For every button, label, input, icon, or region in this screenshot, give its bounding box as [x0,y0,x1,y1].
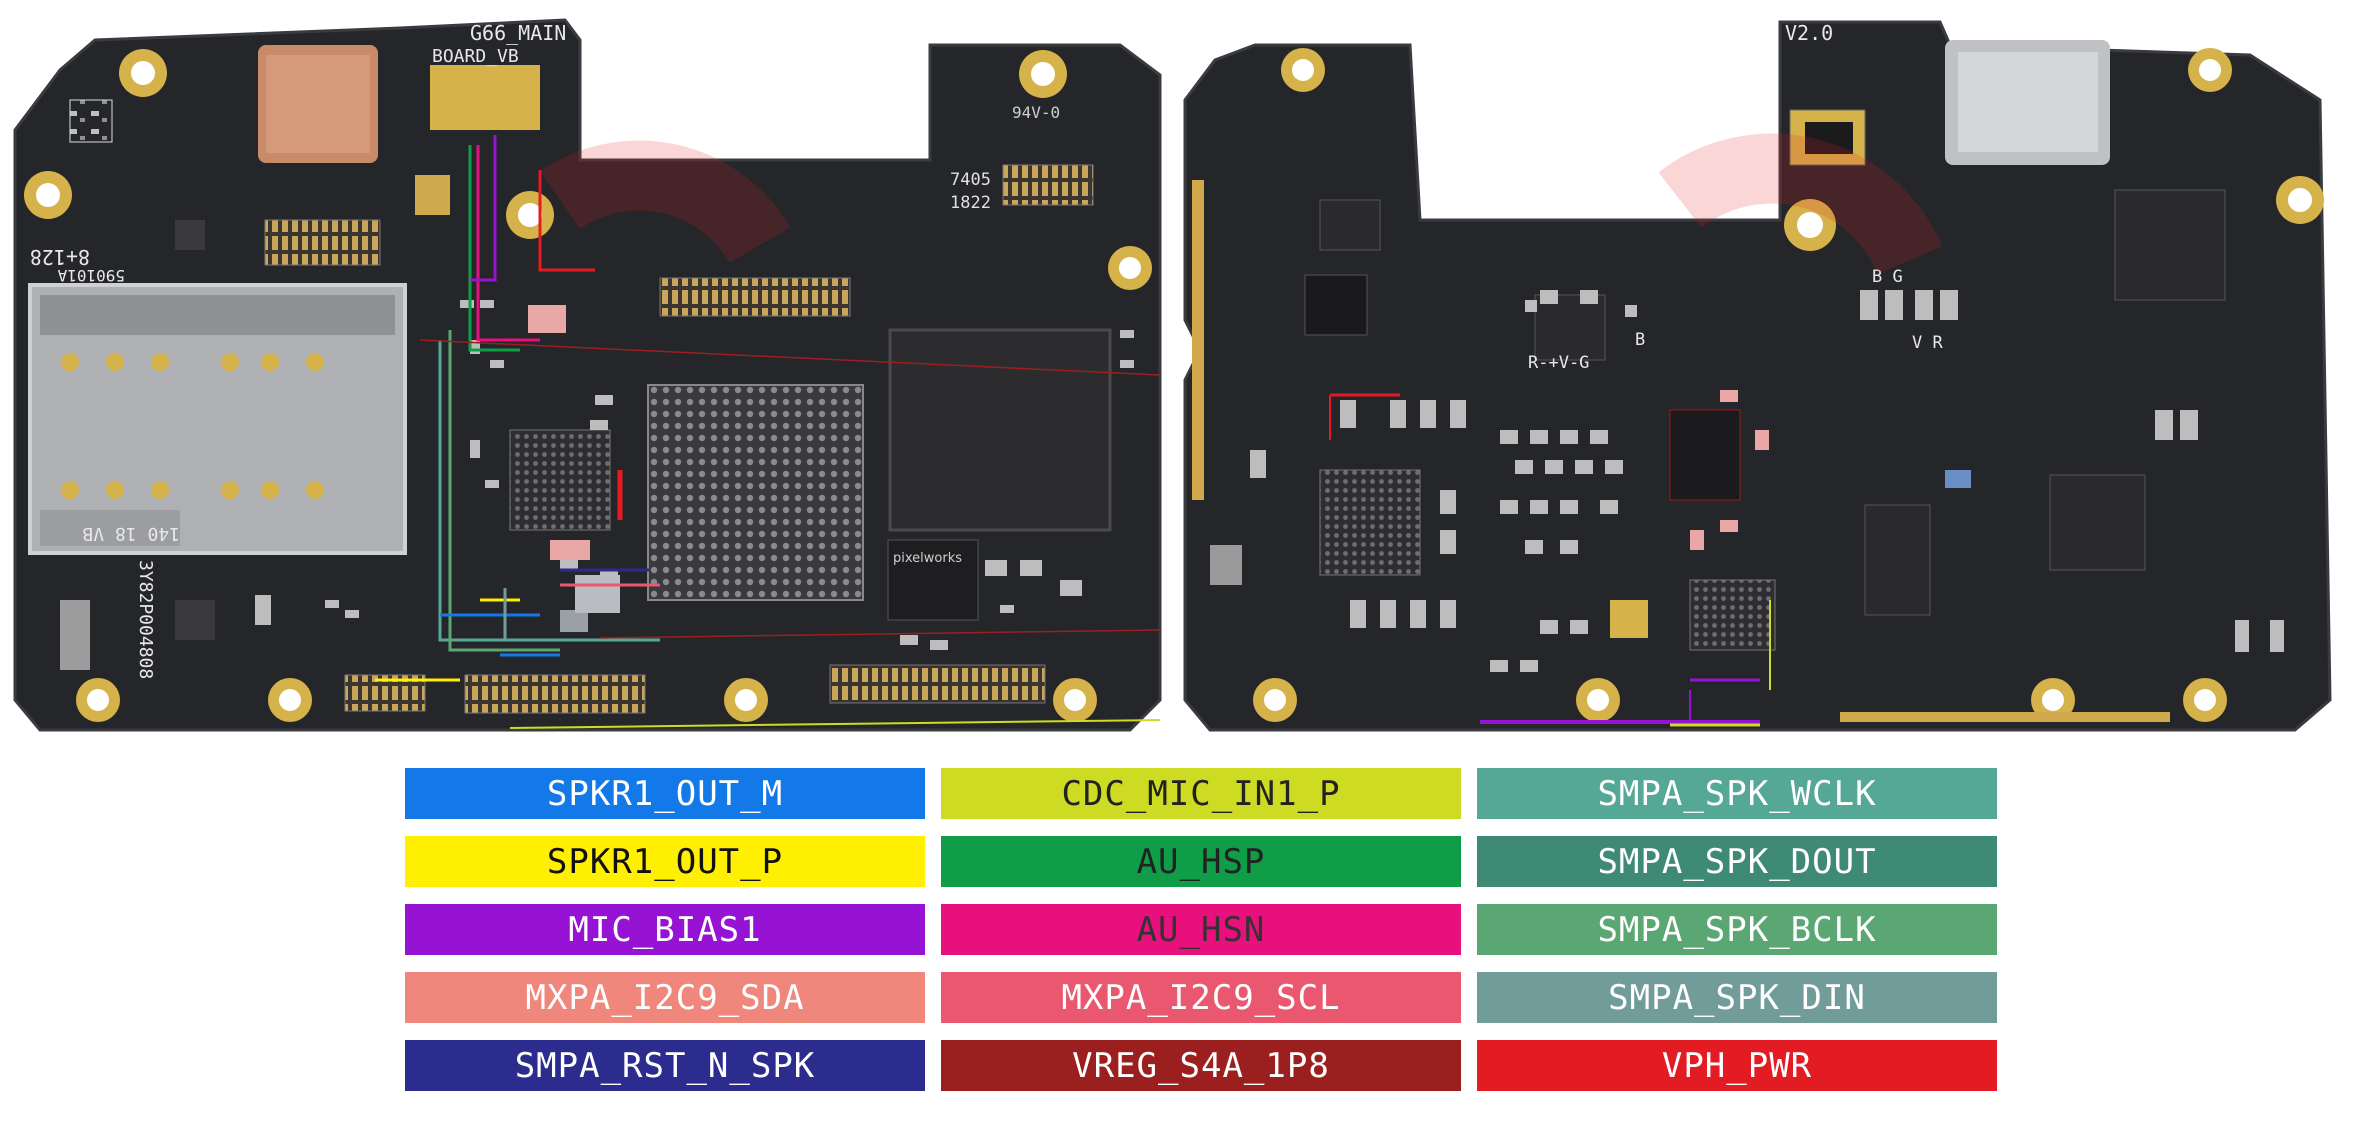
memory-chip [888,328,1112,532]
legend-item: AU_HSN [941,904,1461,955]
silk-date2: 1822 [950,193,991,213]
board-label-sub: BOARD_VB [432,46,519,67]
net-traces-right [1329,393,1771,727]
silk-rgb: R-+V-G [1528,353,1589,373]
chip [1864,504,1931,616]
silk-bg: B G [1872,267,1903,287]
soc-bga [647,384,864,601]
silk-b: B [1635,330,1645,350]
chip [2114,189,2226,301]
watermark-shape [540,140,791,264]
mounting-holes-right [1253,48,2324,722]
legend-item: MXPA_I2C9_SCL [941,972,1461,1023]
silk-vr: V R [1912,333,1943,353]
silk-fr4: 94V-0 [1012,103,1060,122]
legend-item: VPH_PWR [1477,1040,1997,1091]
legend-item: SMPA_RST_N_SPK [405,1040,925,1091]
net-traces-left [375,135,1161,729]
sim-tray [28,283,407,555]
pixelworks-chip [887,539,979,621]
legend-item: SMPA_SPK_DIN [1477,972,1997,1023]
wifi-chip [1304,274,1368,336]
board-version: V2.0 [1785,21,1833,45]
mounting-holes [24,49,1152,722]
legend-item: SMPA_SPK_BCLK [1477,904,1997,955]
legend-item: VREG_S4A_1P8 [941,1040,1461,1091]
passive-components-right [1210,290,2284,672]
audio-codec-bga [1319,469,1421,576]
legend-item: SPKR1_OUT_P [405,836,925,887]
chip [1689,579,1776,651]
legend-item: AU_HSP [941,836,1461,887]
silk-ram: 8+128 [30,245,90,269]
connector [464,674,646,714]
legend-item: MXPA_I2C9_SDA [405,972,925,1023]
silk-bottom: 140 18 VB [82,523,180,544]
board-label-top: G66_MAIN [470,21,566,45]
connector [264,219,381,266]
connector [1002,164,1094,206]
net-legend: SPKR1_OUT_M CDC_MIC_IN1_P SMPA_SPK_WCLK SPK… [405,768,1997,1091]
watermark-shape [1658,133,1943,275]
chip [2049,474,2146,571]
chip [1534,294,1606,361]
legend-item: MIC_BIAS1 [405,904,925,955]
connector [659,277,851,317]
legend-item: SMPA_SPK_WCLK [1477,768,1997,819]
right-board: V2.0 [1183,20,2332,732]
chip [1669,409,1741,501]
pmic-bga [509,429,611,531]
chip [1319,199,1381,251]
qr-code [69,99,113,143]
silk-date1: 7405 [950,170,991,190]
connector [829,664,1046,704]
legend-item: SPKR1_OUT_M [405,768,925,819]
left-board: G66_MAIN BOARD_VB 8+128 590101A 140 18 V… [13,18,1162,732]
silk-chip: pixelworks [893,551,962,566]
legend-item: CDC_MIC_IN1_P [941,768,1461,819]
silk-side: 3Y82P004808 [135,560,156,679]
silk-code: 590101A [57,266,125,285]
legend-item: SMPA_SPK_DOUT [1477,836,1997,887]
